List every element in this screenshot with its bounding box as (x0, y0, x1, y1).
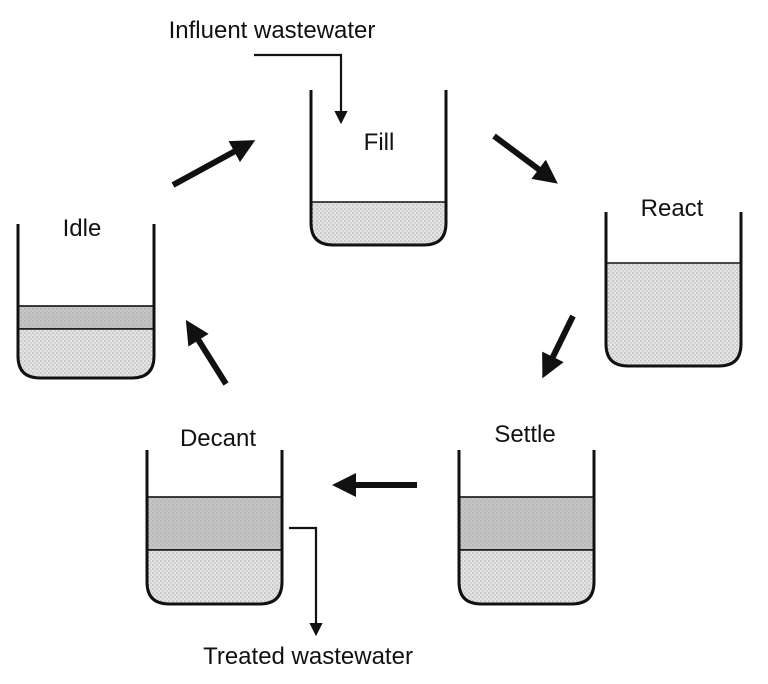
treated-outlet-pipe (289, 526, 323, 637)
fill-sludge (310, 201, 447, 246)
settle-clear-layer (458, 496, 595, 551)
settle-sludge (458, 549, 595, 605)
influent-pipe (254, 53, 348, 125)
fill-tank-outline (309, 90, 448, 247)
influent-label: Influent wastewater (169, 17, 376, 44)
idle-tank-outline (16, 224, 156, 380)
react-mixed-liquor (605, 262, 742, 367)
idle-sludge (17, 328, 155, 379)
react-tank-outline (604, 212, 743, 368)
tank-fill: Fill (309, 90, 448, 247)
arrow-react-to-settle (542, 314, 576, 379)
arrow-decant-to-idle (185, 319, 229, 386)
arrow-idle-to-fill (171, 140, 256, 188)
tank-idle: Idle (16, 215, 156, 380)
tank-decant: Decant (145, 425, 284, 606)
settle-tank-outline (457, 450, 596, 606)
arrow-fill-to-react (492, 133, 558, 184)
tank-settle: Settle (457, 421, 596, 606)
stage-label-idle: Idle (63, 215, 102, 242)
decant-clear-layer (146, 496, 283, 551)
stage-label-react: React (641, 195, 704, 222)
tank-react: React (604, 195, 743, 368)
treated-label: Treated wastewater (203, 643, 413, 670)
decant-tank-outline (145, 450, 284, 606)
stage-label-settle: Settle (494, 421, 555, 448)
idle-clear-layer (17, 305, 155, 330)
decant-sludge (146, 549, 283, 605)
stage-label-fill: Fill (364, 129, 395, 156)
stage-label-decant: Decant (180, 425, 256, 452)
